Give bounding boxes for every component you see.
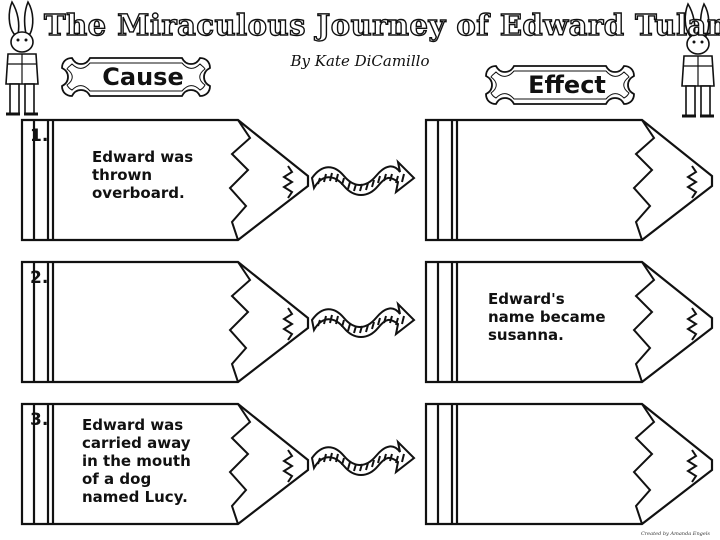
effect-heading: Effect [528, 71, 606, 99]
row-1-cause-text: Edward was thrown overboard. [92, 148, 194, 202]
cause-heading: Cause [102, 63, 184, 91]
author-line: By Kate DiCamillo [290, 52, 430, 70]
row-1-number: 1. [30, 126, 49, 146]
credit-line: Created by Amanda Engels [640, 531, 710, 537]
row-2-number: 2. [30, 268, 49, 288]
row-3-number: 3. [30, 410, 49, 430]
cause-label-frame: Cause [62, 58, 224, 96]
row-3-cause-text: Edward was carried away in the mouth of … [82, 416, 191, 506]
bunny-boy-icon [4, 0, 40, 116]
worksheet-title: The Miraculous Journey of Edward Tulane [43, 7, 720, 42]
effect-label-frame: Effect [486, 66, 648, 104]
row-2-effect-text: Edward's name became susanna. [488, 290, 606, 344]
